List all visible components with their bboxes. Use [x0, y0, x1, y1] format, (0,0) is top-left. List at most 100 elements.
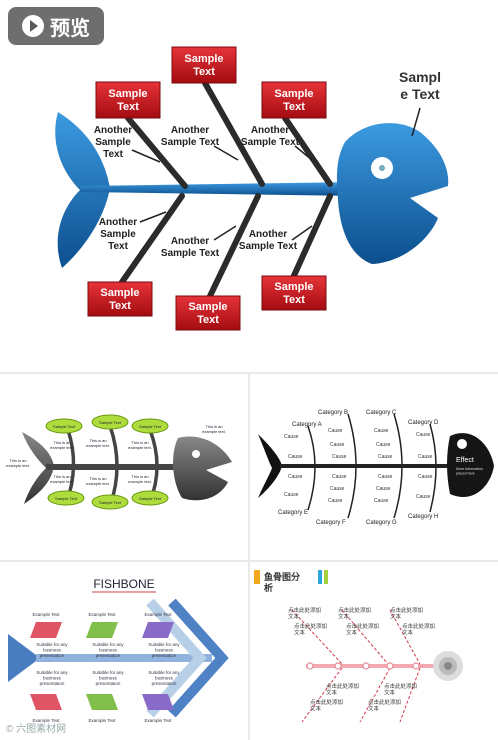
black-tail [258, 434, 282, 498]
play-icon [22, 15, 44, 37]
svg-text:Example Text: Example Text [89, 612, 117, 617]
svg-text:Cause: Cause [416, 432, 431, 438]
svg-text:Category H: Category H [408, 514, 438, 520]
preview-label: 预览 [50, 17, 90, 40]
top-boxes [95, 46, 327, 119]
svg-text:点击此处添加文本: 点击此处添加文本 [338, 606, 371, 621]
svg-text:Category G: Category G [366, 520, 397, 526]
svg-text:Category D: Category D [408, 420, 439, 426]
arrow-tail [8, 634, 40, 682]
fish-spine [80, 182, 360, 196]
parallelograms [30, 622, 174, 710]
svg-text:Category A: Category A [292, 422, 322, 428]
black-head [447, 433, 494, 498]
svg-text:Cause: Cause [418, 474, 433, 480]
svg-text:Category E: Category E [278, 510, 308, 516]
svg-text:Cause: Cause [374, 498, 389, 504]
svg-text:Sample Text: Sample Text [99, 420, 122, 425]
svg-text:Sample Text: Sample Text [53, 424, 76, 429]
svg-text:Cause: Cause [284, 492, 299, 498]
br-title: 鱼骨图分析 [264, 571, 300, 594]
watermark: © 六图素材网 [6, 724, 67, 735]
fish-bones [119, 80, 333, 299]
svg-text:Cause: Cause [330, 442, 345, 448]
svg-text:Cause: Cause [284, 434, 299, 440]
svg-text:Cause: Cause [332, 454, 347, 460]
green-tags [45, 414, 169, 510]
black-spine [280, 464, 452, 468]
arrow-lines [131, 107, 421, 241]
orange-bar [254, 570, 260, 584]
svg-text:Category B: Category B [318, 410, 348, 416]
svg-text:点击此处添加文本: 点击此处添加文本 [310, 698, 343, 713]
svg-text:Sample Text: Sample Text [55, 496, 78, 501]
svg-text:点击此处添加文本: 点击此处添加文本 [288, 606, 321, 621]
category-labels: Category A Category B Category C Categor… [278, 410, 439, 526]
preview-button[interactable]: 预览 [8, 7, 104, 45]
svg-text:Category C: Category C [366, 410, 397, 416]
svg-text:Cause: Cause [330, 486, 345, 492]
svg-text:点击此处添加文本: 点击此处添加文本 [384, 682, 417, 697]
svg-text:Cause: Cause [418, 454, 433, 460]
thumb-chinese-fishbone[interactable]: 鱼骨图分析 点击此处添加文本点击此处添加文本 点击此处添加文本点击此处添加文本 … [250, 562, 498, 740]
svg-text:Example Text: Example Text [89, 718, 117, 723]
svg-text:Example Text: Example Text [33, 718, 61, 723]
svg-text:Category F: Category F [316, 520, 346, 526]
category-fishbone-svg: Category A Category B Category C Categor… [258, 410, 494, 526]
svg-text:Cause: Cause [288, 474, 303, 480]
effect-label: Effect [456, 457, 474, 464]
svg-text:Sample Text: Sample Text [99, 500, 122, 505]
gray-head [173, 436, 232, 501]
svg-text:Example Text: Example Text [33, 612, 61, 617]
thumb-category-fishbone[interactable]: Category A Category B Category C Categor… [250, 374, 498, 560]
svg-text:点击此处添加文本: 点击此处添加文本 [294, 622, 327, 637]
svg-text:点击此处添加文本: 点击此处添加文本 [368, 698, 401, 713]
svg-text:Cause: Cause [374, 428, 389, 434]
gray-tail [22, 432, 54, 504]
svg-text:Example Text: Example Text [145, 612, 173, 617]
svg-text:Cause: Cause [328, 498, 343, 504]
svg-text:Example Text: Example Text [145, 718, 173, 723]
svg-text:点击此处添加文本: 点击此处添加文本 [326, 682, 359, 697]
svg-text:Cause: Cause [378, 454, 393, 460]
svg-text:Sample Text: Sample Text [139, 424, 162, 429]
svg-text:点击此处添加文本: 点击此处添加文本 [346, 622, 379, 637]
fish-head [336, 123, 449, 264]
svg-text:Cause: Cause [376, 486, 391, 492]
svg-text:点击此处添加文本: 点击此处添加文本 [390, 606, 423, 621]
svg-text:Cause: Cause [288, 454, 303, 460]
svg-text:Cause: Cause [332, 474, 347, 480]
svg-text:Cause: Cause [378, 474, 393, 480]
bottom-boxes [87, 275, 327, 331]
